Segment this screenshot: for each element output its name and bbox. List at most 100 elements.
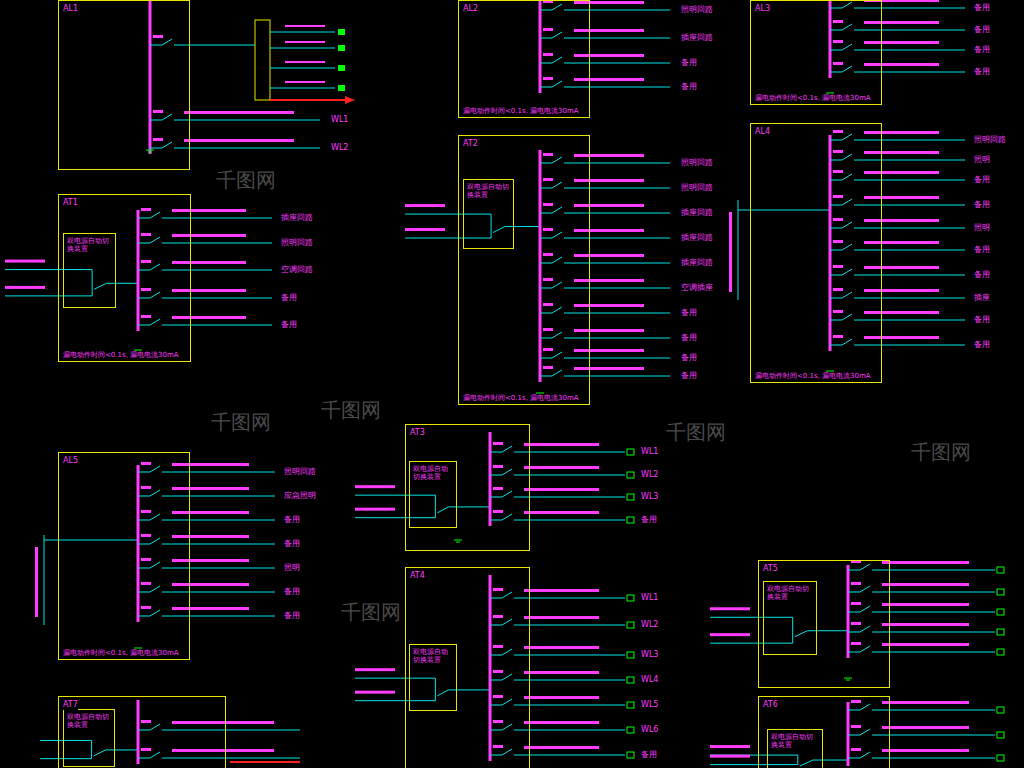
breaker-symbol bbox=[842, 222, 852, 228]
wire bbox=[5, 269, 92, 270]
cable-mark bbox=[5, 260, 45, 263]
wire bbox=[514, 705, 625, 706]
load-symbol bbox=[997, 755, 1004, 761]
wire bbox=[540, 87, 552, 88]
breaker-symbol bbox=[502, 491, 512, 497]
panel-label: AT5 bbox=[763, 564, 778, 574]
breaker-symbol bbox=[552, 81, 562, 87]
circuit-mark bbox=[851, 748, 861, 751]
wire bbox=[490, 625, 502, 626]
cable-mark bbox=[355, 485, 395, 488]
circuit-label: 备用 bbox=[973, 340, 991, 350]
circuit-mark bbox=[153, 138, 163, 141]
breaker-symbol bbox=[502, 514, 512, 520]
breaker-symbol bbox=[552, 257, 562, 263]
circuit-label: 备用 bbox=[680, 308, 698, 318]
wire bbox=[854, 180, 965, 181]
breaker-symbol bbox=[502, 749, 512, 755]
wire bbox=[138, 243, 150, 244]
circuit-label: 备用 bbox=[973, 200, 991, 210]
wire bbox=[848, 652, 860, 653]
circuit-mark bbox=[493, 465, 503, 468]
wire bbox=[5, 295, 92, 296]
wire bbox=[490, 520, 502, 521]
circuit-mark bbox=[543, 77, 553, 80]
wire bbox=[270, 68, 335, 69]
circuit-label: 备用 bbox=[280, 293, 298, 303]
leakage-note: 漏电动作时间<0.1s, 漏电电流30mA bbox=[755, 94, 877, 102]
circuit-label: 备用 bbox=[283, 611, 301, 621]
ats-contact bbox=[92, 270, 93, 296]
cable-mark bbox=[574, 1, 644, 4]
circuit-label: 备用 bbox=[640, 750, 658, 760]
load-symbol bbox=[997, 609, 1004, 615]
cable-mark bbox=[355, 691, 395, 694]
circuit-mark bbox=[833, 335, 843, 338]
cable-mark bbox=[355, 508, 395, 511]
circuit-mark bbox=[493, 695, 503, 698]
arrow-head bbox=[345, 96, 355, 104]
circuit-label: 备用 bbox=[973, 270, 991, 280]
busbar bbox=[489, 432, 492, 526]
breaker-symbol bbox=[552, 352, 562, 358]
circuit-mark bbox=[833, 170, 843, 173]
panel-label: AL4 bbox=[755, 127, 770, 137]
circuit-mark bbox=[543, 178, 553, 181]
distribution-panel: AL4 漏电动作时间<0.1s, 漏电电流30mA bbox=[750, 123, 882, 383]
wire bbox=[405, 238, 491, 239]
cable-mark bbox=[882, 561, 969, 564]
cable-mark bbox=[864, 131, 939, 134]
wire bbox=[138, 218, 150, 219]
wire bbox=[514, 730, 625, 731]
panel-label: AT4 bbox=[410, 571, 425, 581]
wire bbox=[854, 320, 965, 321]
breaker-symbol bbox=[502, 724, 512, 730]
ground-symbol bbox=[844, 678, 852, 679]
wire bbox=[514, 520, 625, 521]
busbar bbox=[149, 0, 152, 154]
wire bbox=[162, 616, 275, 617]
circuit-mark bbox=[141, 582, 151, 585]
breaker-symbol bbox=[150, 237, 160, 243]
cable-mark bbox=[574, 29, 644, 32]
breaker-symbol bbox=[150, 319, 160, 325]
wire bbox=[174, 148, 320, 149]
wire bbox=[564, 238, 670, 239]
wire bbox=[490, 655, 502, 656]
wire bbox=[872, 758, 995, 759]
wire bbox=[854, 345, 965, 346]
circuit-mark bbox=[543, 348, 553, 351]
circuit-mark bbox=[493, 510, 503, 513]
load-symbol bbox=[338, 29, 345, 35]
wire bbox=[738, 210, 830, 211]
breaker-symbol bbox=[842, 44, 852, 50]
wire bbox=[564, 188, 670, 189]
circuit-mark bbox=[543, 328, 553, 331]
leakage-note: 漏电动作时间<0.1s, 漏电电流30mA bbox=[755, 372, 877, 380]
circuit-label: WL2 bbox=[640, 470, 659, 480]
wire bbox=[355, 495, 435, 496]
cable-mark bbox=[172, 535, 249, 538]
cable-mark bbox=[882, 701, 969, 704]
breaker-symbol bbox=[150, 586, 160, 592]
circuit-label: WL4 bbox=[640, 675, 659, 685]
wire bbox=[162, 568, 275, 569]
cable-mark bbox=[710, 633, 750, 636]
wire bbox=[106, 749, 138, 750]
circuit-label: 备用 bbox=[973, 245, 991, 255]
wire bbox=[448, 689, 490, 690]
cable-mark bbox=[172, 583, 249, 586]
cable-mark bbox=[882, 726, 969, 729]
circuit-label: 备用 bbox=[973, 175, 991, 185]
wire bbox=[490, 598, 502, 599]
wire bbox=[710, 643, 793, 644]
circuit-label: WL1 bbox=[330, 115, 349, 125]
wire bbox=[830, 8, 842, 9]
wire bbox=[830, 140, 842, 141]
device-label: 双电源自动切换装置 bbox=[67, 237, 112, 253]
breaker-symbol bbox=[860, 586, 870, 592]
cable-mark bbox=[882, 749, 969, 752]
circuit-mark bbox=[141, 208, 151, 211]
wire bbox=[405, 214, 491, 215]
circuit-mark bbox=[851, 602, 861, 605]
